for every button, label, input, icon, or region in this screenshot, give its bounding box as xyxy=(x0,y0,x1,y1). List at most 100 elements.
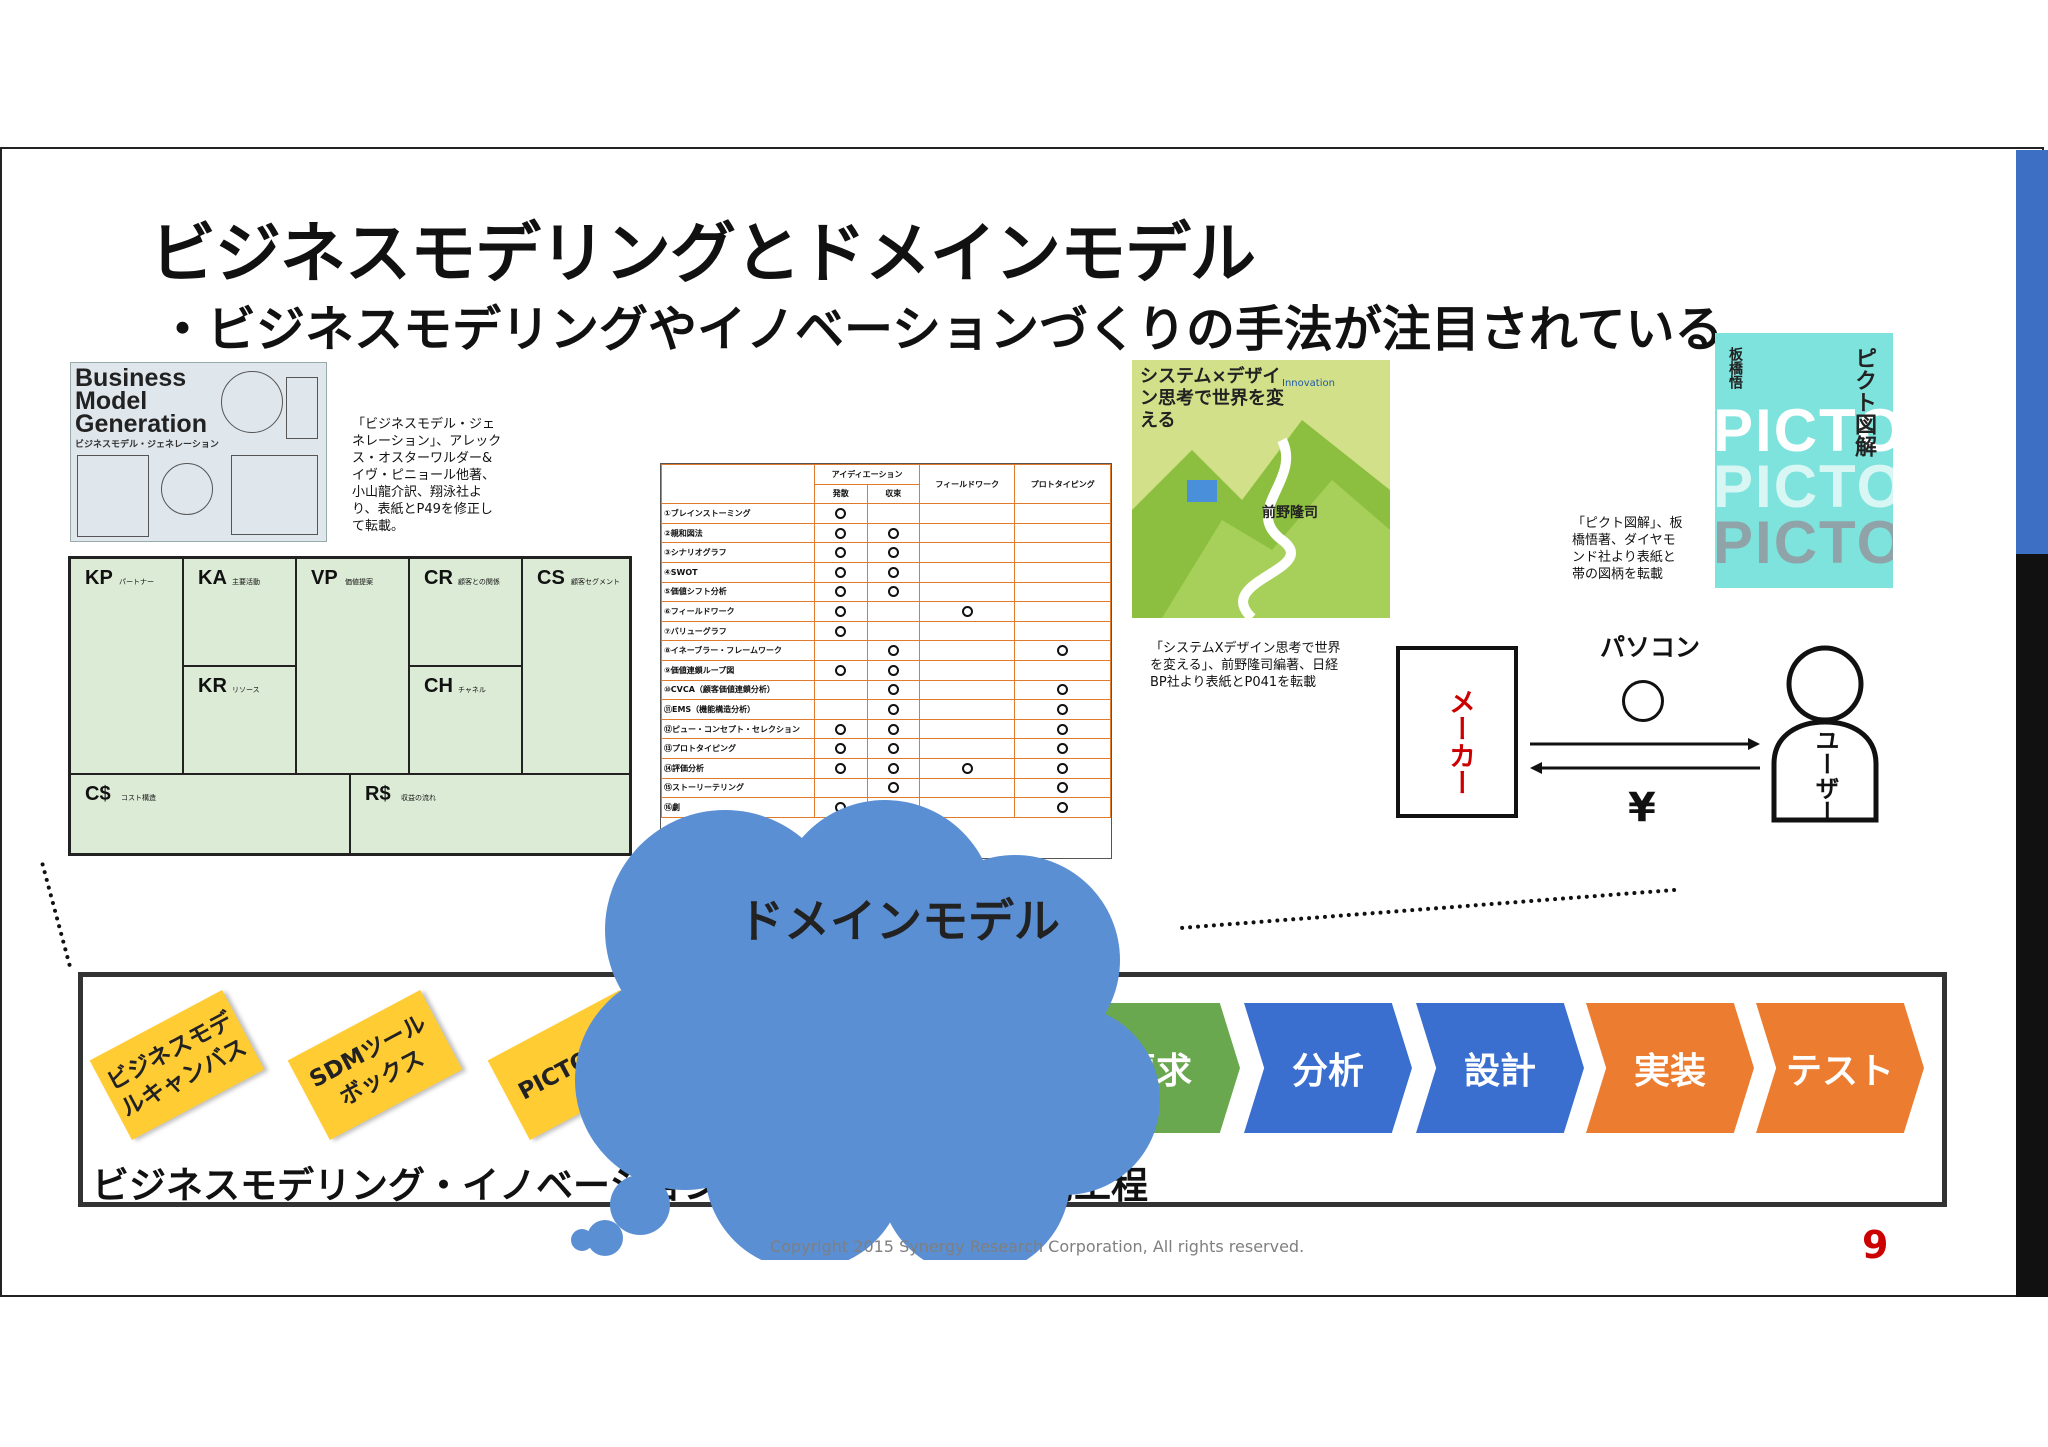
matrix-row: ⑥フィールドワーク xyxy=(661,601,1111,622)
matrix-row-name: ⑨価値連鎖ループ図 xyxy=(661,659,815,681)
circle-mark-icon xyxy=(1057,782,1069,794)
matrix-cell xyxy=(814,620,868,642)
matrix-row-name: ③シナリオグラフ xyxy=(661,542,815,563)
matrix-subheader: 発散 xyxy=(814,483,868,505)
matrix-row: ⑦バリューグラフ xyxy=(661,620,1111,642)
matrix-row-name: ①ブレインストーミング xyxy=(661,503,815,524)
money-label: ¥ xyxy=(1628,785,1656,831)
canvas-cell-kp: KP パートナー xyxy=(70,558,183,774)
matrix-cell xyxy=(1014,777,1111,799)
mountain-illustration xyxy=(1132,420,1390,618)
matrix-row: ⑬プロトタイピング xyxy=(661,738,1111,759)
canvas-cell-kr: KR リソース xyxy=(183,666,296,774)
matrix-cell xyxy=(919,718,1016,740)
matrix-cell xyxy=(866,542,921,563)
circle-mark-icon xyxy=(1057,703,1069,715)
circle-mark-icon xyxy=(1057,723,1069,735)
matrix-cell xyxy=(866,522,921,544)
picto-book-cover: PICTO PICTO PICTO ピクト図解 板橋悟 xyxy=(1715,333,1893,588)
matrix-cell xyxy=(919,503,1016,524)
product-label: パソコン xyxy=(1600,633,1701,662)
domain-model-label: ドメインモデル xyxy=(738,894,1060,948)
circle-mark-icon xyxy=(1057,801,1069,813)
matrix-cell xyxy=(866,581,921,603)
slide-title: ビジネスモデリングとドメインモデル xyxy=(150,215,1256,292)
matrix-row-name: ②親和図法 xyxy=(661,522,815,544)
matrix-row: ③シナリオグラフ xyxy=(661,542,1111,563)
matrix-cell xyxy=(814,503,868,524)
sketch-figure xyxy=(231,455,318,535)
canvas-cell-ch: CH チャネル xyxy=(409,666,522,774)
circle-mark-icon xyxy=(887,743,899,755)
matrix-group-header: フィールドワーク xyxy=(919,463,1016,505)
matrix-cell xyxy=(814,581,868,603)
matrix-cell xyxy=(814,718,868,740)
matrix-cell xyxy=(919,542,1016,563)
circle-mark-icon xyxy=(961,605,973,617)
sketch-figure xyxy=(77,455,149,537)
circle-mark-icon xyxy=(887,782,899,794)
matrix-cell xyxy=(866,718,921,740)
matrix-cell xyxy=(814,699,868,720)
matrix-cell xyxy=(1014,738,1111,759)
step-label: 分析 xyxy=(1291,1051,1364,1092)
process-step-implementation: 実装 xyxy=(1586,1003,1754,1133)
matrix-cell xyxy=(1014,522,1111,544)
circle-mark-icon xyxy=(887,723,899,735)
matrix-cell xyxy=(814,561,868,583)
circle-mark-icon xyxy=(835,762,847,774)
picto-cover-author: 板橋悟 xyxy=(1727,347,1743,389)
process-step-analysis: 分析 xyxy=(1244,1003,1412,1133)
matrix-row: ①ブレインストーミング xyxy=(661,503,1111,524)
circle-mark-icon xyxy=(835,664,847,676)
circle-mark-icon xyxy=(835,625,847,637)
matrix-cell xyxy=(919,679,1016,701)
matrix-cell xyxy=(1014,581,1111,603)
matrix-cell xyxy=(814,659,868,681)
circle-mark-icon xyxy=(887,684,899,696)
matrix-cell xyxy=(866,757,921,779)
circle-mark-icon xyxy=(887,586,899,598)
method-matrix-table: アイディエーション フィールドワーク プロトタイピング 発散 収束 ①ブレインス… xyxy=(660,463,1112,859)
matrix-cell xyxy=(866,561,921,583)
matrix-cell xyxy=(814,679,868,701)
matrix-row: ⑭評価分析 xyxy=(661,757,1111,779)
copyright-text: Copyright 2015 Synergy Research Corporat… xyxy=(770,1237,1305,1256)
step-label: 設計 xyxy=(1463,1051,1536,1092)
product-circle xyxy=(1622,680,1664,722)
accent-bar-black xyxy=(2016,554,2048,1297)
sketch-figure xyxy=(161,463,213,515)
matrix-subheader: 収束 xyxy=(866,483,921,505)
sketch-figure xyxy=(221,371,283,433)
circle-mark-icon xyxy=(835,723,847,735)
matrix-cell xyxy=(866,777,921,799)
matrix-group-header: プロトタイピング xyxy=(1014,463,1111,505)
system-design-book-cover: システム×デザイン思考で世界を変える 前野隆司 Innovation xyxy=(1132,360,1390,618)
matrix-cell xyxy=(919,757,1016,779)
circle-mark-icon xyxy=(835,527,847,539)
circle-mark-icon xyxy=(887,645,899,657)
matrix-cell xyxy=(919,659,1016,681)
matrix-row-name: ⑫ピュー・コンセプト・セレクション xyxy=(661,718,815,740)
domain-model-cloud xyxy=(571,800,1160,1260)
bullet-text: ・ビジネスモデリングやイノベーションづくりの手法が注目されている。 xyxy=(158,301,1773,358)
flow-arrows xyxy=(1530,738,1760,774)
matrix-row-name: ④SWOT xyxy=(661,561,815,583)
matrix-row: ⑪EMS（機能構造分析） xyxy=(661,699,1111,720)
matrix-cell xyxy=(1014,757,1111,779)
circle-mark-icon xyxy=(887,703,899,715)
matrix-cell xyxy=(1014,679,1111,701)
circle-mark-icon xyxy=(1057,762,1069,774)
user-label: ユーザー xyxy=(1811,728,1839,824)
matrix-cell xyxy=(866,503,921,524)
canvas-cell-revenue: R$ 収益の流れ xyxy=(350,774,630,854)
circle-mark-icon xyxy=(835,507,847,519)
matrix-cell xyxy=(919,738,1016,759)
matrix-cell xyxy=(919,581,1016,603)
user-figure xyxy=(1771,645,1879,823)
page-number: 9 xyxy=(1862,1223,1889,1267)
circle-mark-icon xyxy=(835,547,847,559)
matrix-cell xyxy=(919,601,1016,622)
canvas-cell-cost: C$ コスト構造 xyxy=(70,774,350,854)
circle-mark-icon xyxy=(1057,645,1069,657)
